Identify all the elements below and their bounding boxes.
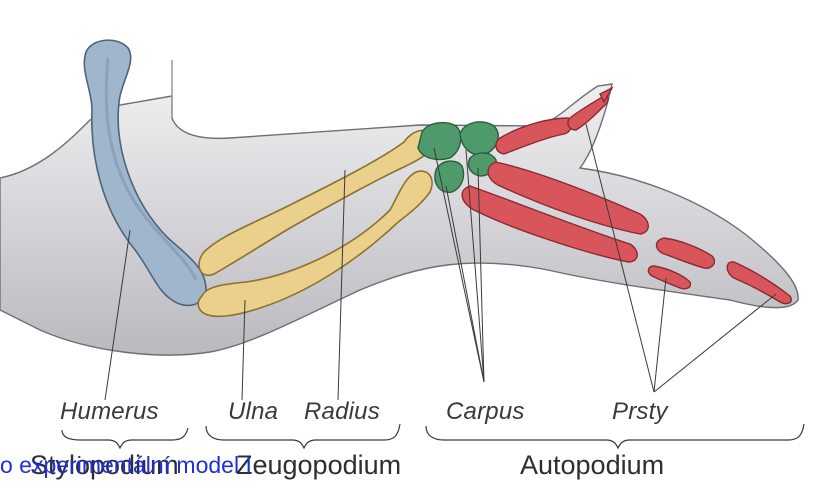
stylopodium-bracket — [62, 428, 188, 448]
carpus-bone-1 — [418, 123, 461, 160]
overlay-caption[interactable]: o experimentální model I — [0, 452, 252, 479]
prsty-pointer-2 — [654, 278, 666, 392]
zeugopodium-bracket — [206, 424, 400, 448]
ulna-label: Ulna — [228, 398, 278, 426]
prsty-pointer-3 — [654, 294, 776, 392]
label-brackets — [62, 424, 804, 448]
carpus-label: Carpus — [446, 398, 525, 426]
carpus-bone-3 — [435, 161, 464, 192]
radius-label: Radius — [304, 398, 380, 426]
autopodium-bracket — [426, 424, 804, 448]
humerus-label: Humerus — [60, 398, 159, 426]
zeugopodium-label: Zeugopodium — [236, 450, 401, 481]
prsty-label: Prsty — [612, 398, 668, 426]
autopodium-label: Autopodium — [520, 450, 664, 481]
